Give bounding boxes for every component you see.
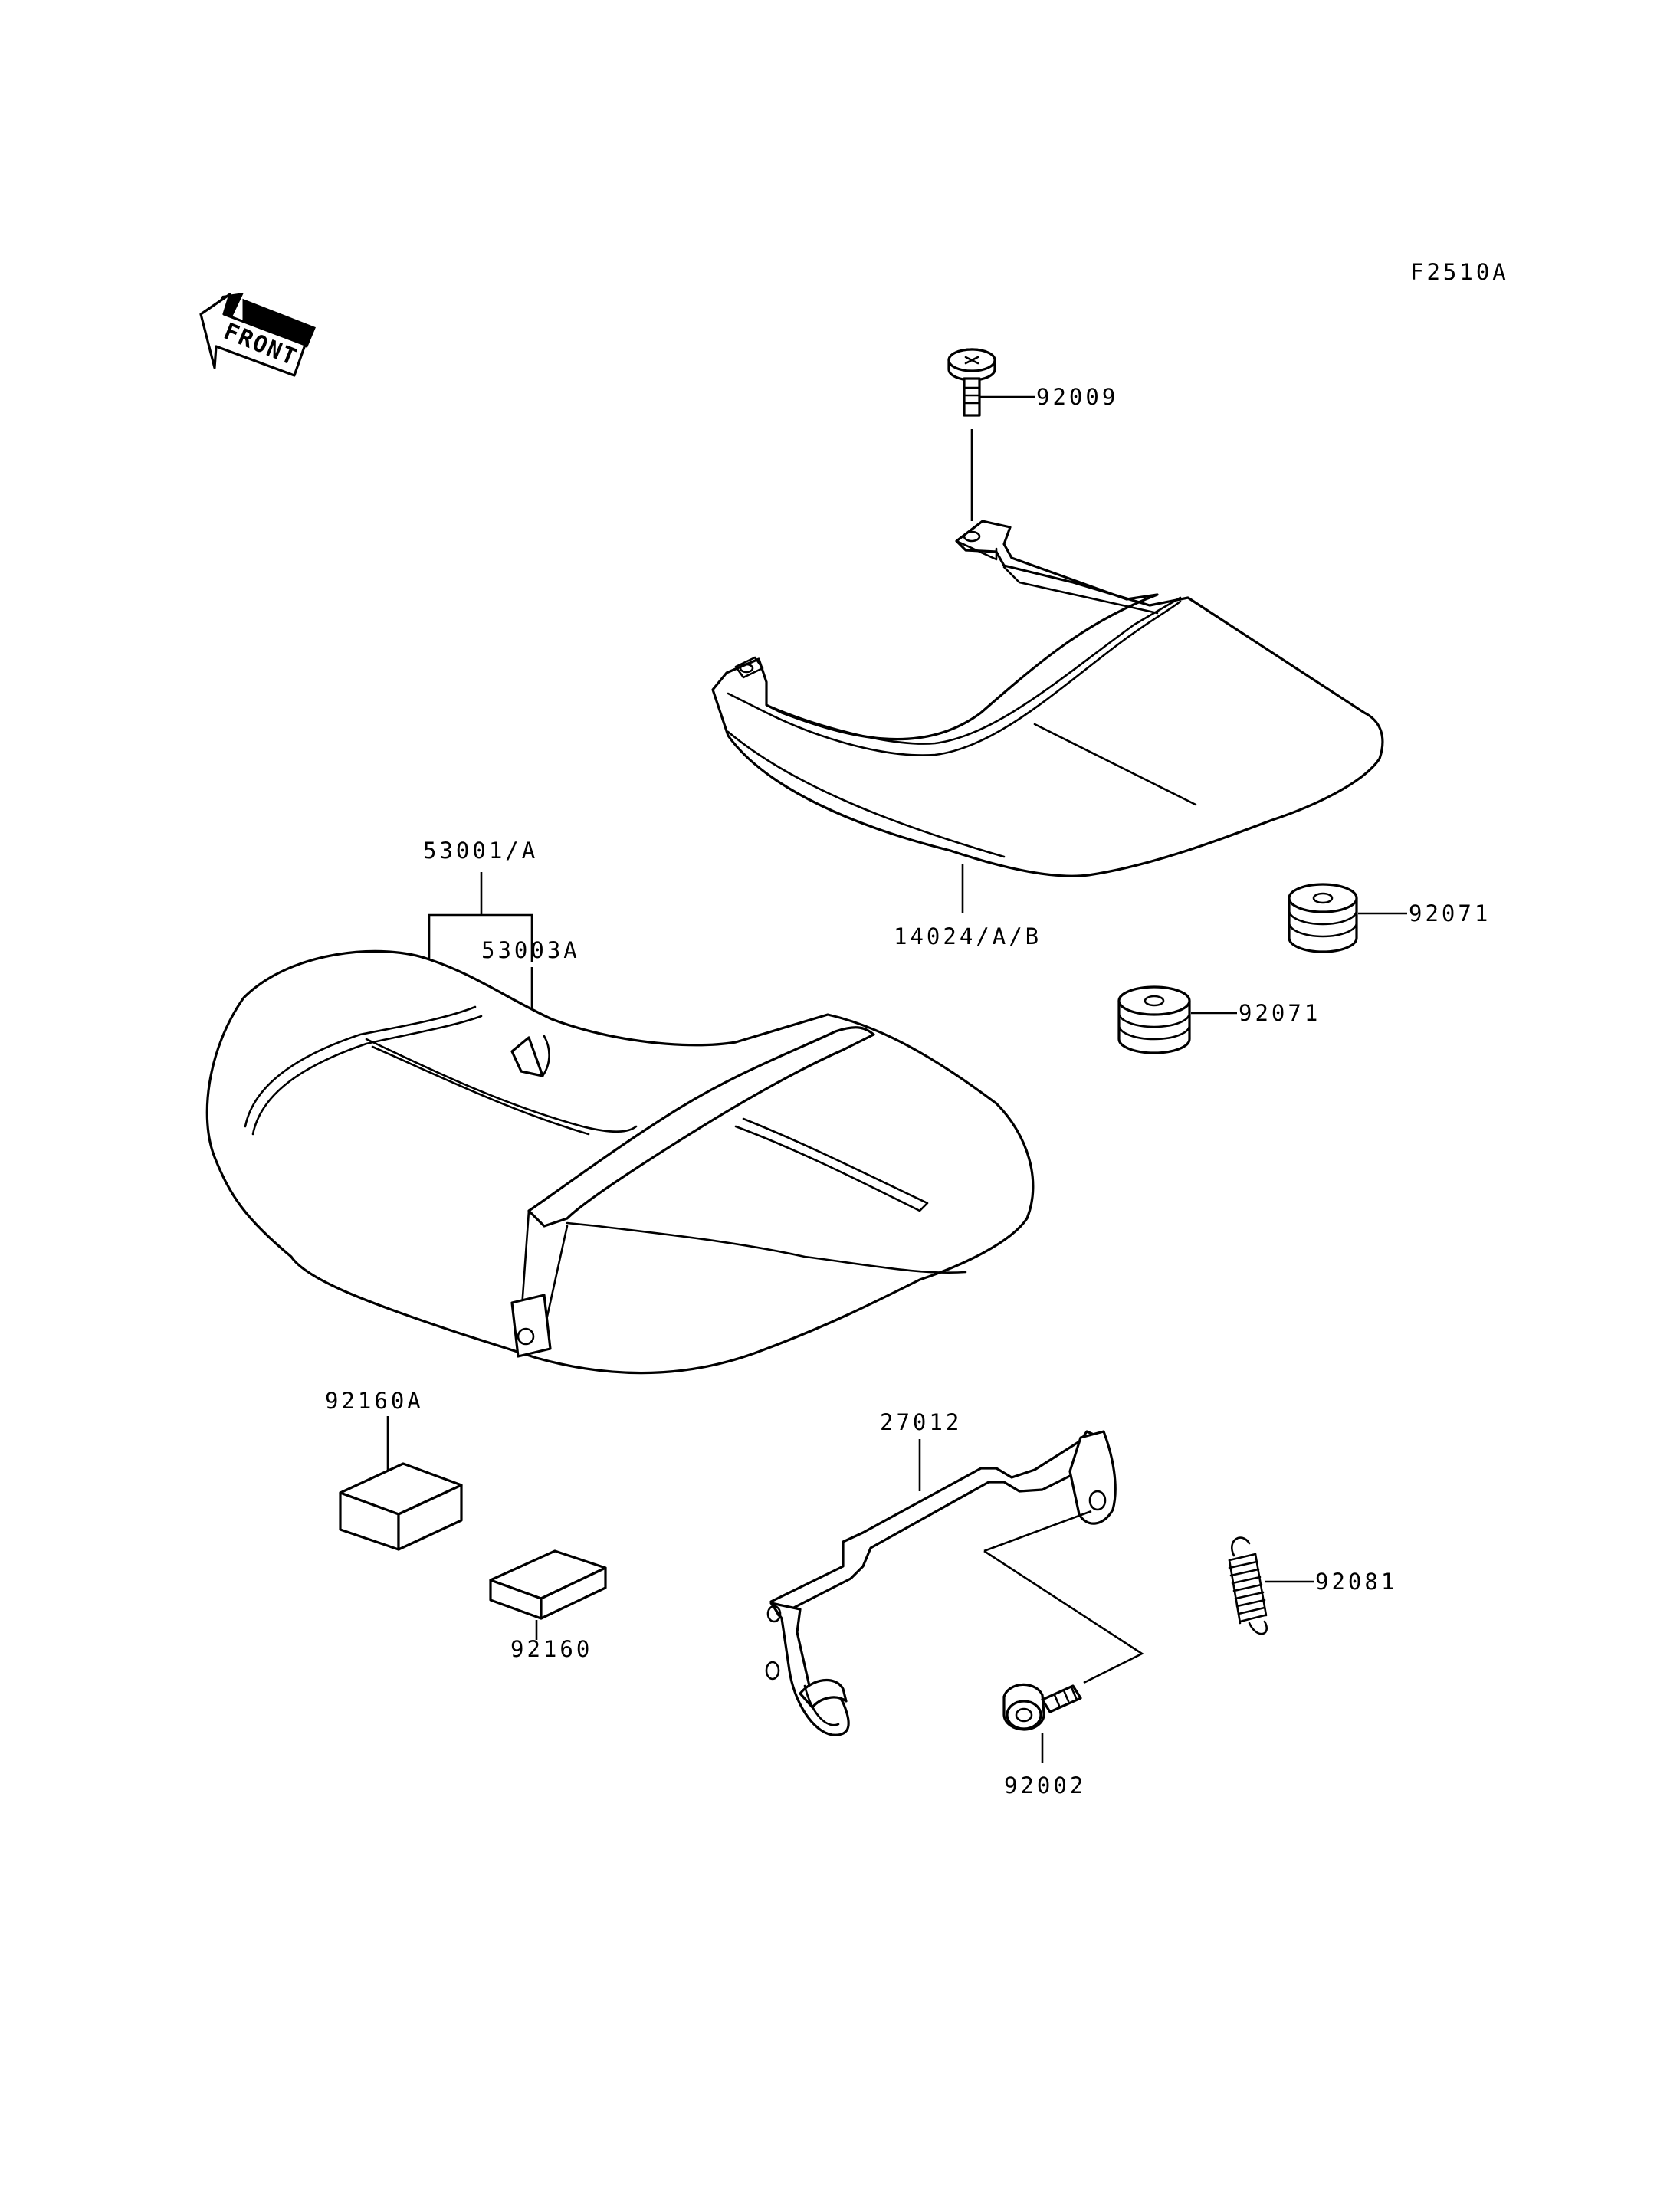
- label-92002: 92002: [1004, 1772, 1086, 1799]
- damper-upper: [1288, 883, 1358, 953]
- bolt-top: [947, 348, 996, 417]
- hinge-bracket: [765, 1430, 1117, 1736]
- bolt-bottom: [1002, 1683, 1082, 1731]
- figure-code: F2510A: [1410, 259, 1509, 285]
- label-53003A: 53003A: [481, 937, 580, 963]
- label-92160A: 92160A: [325, 1388, 424, 1414]
- seat-assy: [205, 949, 1035, 1375]
- pad-large: [339, 1462, 463, 1551]
- damper-lower: [1117, 985, 1191, 1054]
- pad-small: [489, 1549, 607, 1620]
- label-92081: 92081: [1315, 1569, 1397, 1595]
- label-27012: 27012: [880, 1409, 962, 1435]
- label-92071-lower: 92071: [1239, 1000, 1321, 1026]
- label-53001: 53001/A: [423, 838, 538, 864]
- label-92071-upper: 92071: [1409, 900, 1491, 926]
- label-14024: 14024/A/B: [894, 923, 1042, 949]
- front-arrow-icon: FRONT: [199, 293, 316, 377]
- label-92009: 92009: [1036, 384, 1118, 410]
- seat-cover-tray: [711, 520, 1384, 877]
- spring: [1228, 1536, 1268, 1635]
- label-92160: 92160: [510, 1636, 592, 1662]
